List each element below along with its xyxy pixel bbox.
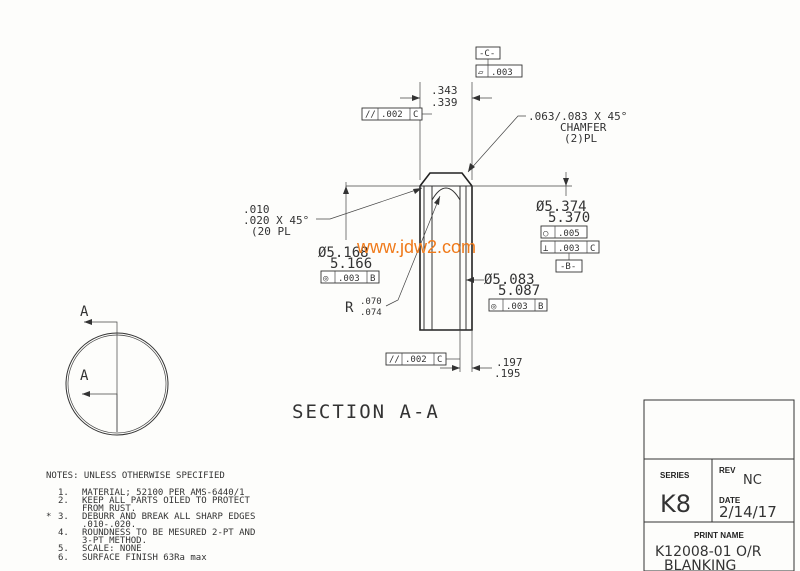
date-value: 2/14/17: [719, 503, 777, 521]
roundness-symbol: ○: [543, 229, 549, 239]
flatness-symbol: ▱: [478, 68, 484, 78]
datum-c-label: -C-: [479, 49, 495, 59]
datum-b-label: -B-: [560, 262, 576, 272]
note-line: 3-PT METHOD.: [82, 536, 147, 546]
bore-dimension: Ø5.083 5.087 ◎ .003 B: [466, 272, 548, 312]
radius-lower: .074: [360, 308, 382, 318]
width-lower: .339: [431, 96, 458, 109]
od-dimension: Ø5.374 5.370 ○ .005 ⊥ .003 C -B-: [472, 172, 600, 273]
chamfer-line2: CHAMFER: [560, 121, 607, 134]
edge-line2: .020 X 45°: [243, 214, 309, 227]
note-line: ROUNDNESS TO BE MESURED 2-PT AND: [82, 528, 255, 538]
concentric-id-value: .003: [338, 274, 360, 284]
id-dimension: Ø5.168 5.166 ◎ .003 B: [318, 182, 420, 284]
note-line: FROM RUST.: [82, 504, 136, 514]
concentric-bore-symbol: ◎: [491, 302, 497, 312]
chamfer-line3: (2)PL: [564, 132, 597, 145]
view-circle: A A: [65, 304, 169, 436]
note-num: 6.: [58, 553, 69, 563]
roundness-value: .005: [558, 229, 580, 239]
title-block: SERIES K8 REV NC DATE 2/14/17 PRINT NAME…: [643, 399, 795, 571]
note-line: MATERIAL; 52100 PER AMS-6440/1: [82, 488, 245, 498]
perpendicular-symbol: ⊥: [543, 244, 549, 254]
concentric-id-symbol: ◎: [323, 274, 329, 284]
step-lower: .195: [494, 367, 521, 380]
bore-lower: 5.087: [498, 283, 540, 299]
width-dimension: .343 .339: [400, 82, 492, 180]
parallel-top-datum: C: [413, 110, 418, 120]
parallel-top-symbol: //: [365, 110, 376, 120]
perpendicular-value: .003: [558, 244, 580, 254]
note-line: .010-.020.: [82, 520, 136, 530]
parallel-bottom-datum: C: [437, 355, 442, 365]
parallel-top-value: .002: [381, 110, 403, 120]
notes-star: *: [46, 512, 51, 522]
concentric-bore-datum: B: [538, 302, 543, 312]
rev-value: NC: [743, 473, 762, 488]
print-name-label: PRINT NAME: [694, 531, 744, 540]
radius-upper: .070: [360, 297, 382, 307]
bore-upper: Ø5.083: [484, 272, 535, 288]
step-upper: .197: [496, 356, 523, 369]
rev-label: REV: [719, 466, 736, 475]
watermark-text: www.jdw2.com: [356, 237, 476, 257]
od-upper: Ø5.374: [536, 199, 587, 215]
edge-line1: .010: [243, 203, 270, 216]
chamfer-note: .063/.083 X 45° CHAMFER (2)PL: [467, 110, 627, 173]
od-lower: 5.370: [548, 210, 590, 226]
radius-prefix: R: [345, 300, 354, 316]
id-upper: Ø5.168: [318, 245, 369, 261]
note-line: SCALE: NONE: [82, 544, 142, 554]
edge-break-note: .010 .020 X 45° (20 PL: [243, 187, 423, 238]
perpendicular-datum: C: [590, 244, 595, 254]
notes-header: NOTES: UNLESS OTHERWISE SPECIFIED: [46, 471, 225, 481]
view-label-top: A: [80, 304, 89, 320]
datum-c-group: -C- ▱ .003: [475, 46, 523, 78]
print-name-line2: BLANKING: [664, 558, 736, 571]
note-num: 5.: [58, 544, 69, 554]
series-value: K8: [660, 490, 691, 518]
parallel-bottom-symbol: //: [389, 355, 400, 365]
date-label: DATE: [719, 496, 741, 505]
note-num: 1.: [58, 488, 69, 498]
note-num: 2.: [58, 496, 69, 506]
id-lower: 5.166: [330, 256, 372, 272]
section-label: SECTION A-A: [292, 401, 440, 423]
note-line: DEBURR AND BREAK ALL SHARP EDGES: [82, 512, 255, 522]
note-num: 4.: [58, 528, 69, 538]
view-label-inner: A: [80, 368, 89, 384]
chamfer-line1: .063/.083 X 45°: [528, 110, 627, 123]
notes-block: NOTES: UNLESS OTHERWISE SPECIFIED * 1. M…: [46, 471, 255, 563]
print-name-line1: K12008-01 O/R: [655, 544, 762, 560]
concentric-id-datum: B: [370, 274, 375, 284]
width-upper: .343: [431, 84, 458, 97]
radius-callout: R .070 .074: [345, 195, 441, 318]
parallel-bottom-value: .002: [405, 355, 427, 365]
series-label: SERIES: [660, 471, 690, 480]
bottom-dimension: // .002 C .197 .195: [385, 330, 523, 380]
flatness-value: .003: [491, 68, 513, 78]
parallel-top-frame: // .002 C: [361, 107, 432, 121]
note-line: SURFACE FINISH 63Ra max: [82, 553, 207, 563]
edge-line3: (20 PL: [251, 225, 291, 238]
concentric-bore-value: .003: [506, 302, 528, 312]
note-line: KEEP ALL PARTS OILED TO PROTECT: [82, 496, 251, 506]
note-num: 3.: [58, 512, 69, 522]
